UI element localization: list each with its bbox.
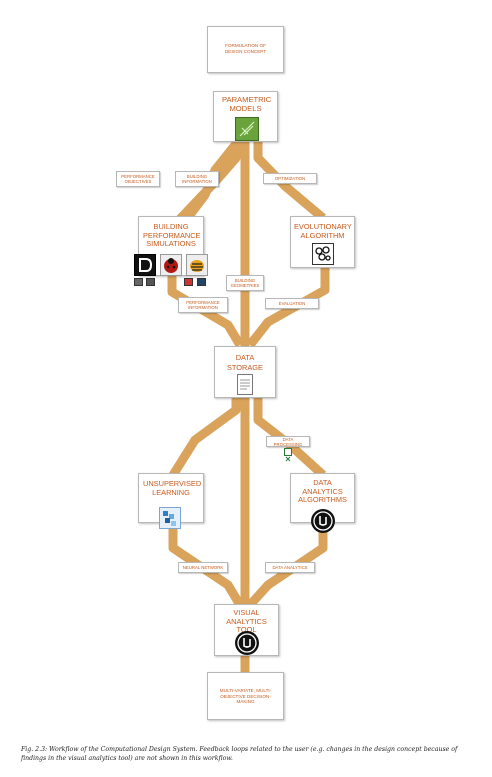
grasshopper-icon [235, 117, 259, 141]
node-formulation: FORMULATION OF DESIGN CONCEPT [207, 26, 284, 73]
connector-storage-to-unsupervised [169, 398, 241, 478]
honeybee-icon [186, 254, 208, 276]
node-visual-analytics-label: VISUAL ANALYTICS TOOL [226, 608, 267, 635]
small-tool-icon-2 [146, 278, 155, 286]
label-performance-information: PERFORMANCE INFORMATION [178, 297, 228, 313]
som-icon [159, 507, 181, 529]
galapagos-icon [312, 243, 334, 265]
label-building-information: BUILDING INFORMATION [175, 171, 219, 187]
excel-icon [284, 448, 292, 462]
connector-parametric-to-evo [253, 142, 326, 222]
label-evaluation: EVALUATION [265, 298, 319, 309]
node-data-analytics-algorithms: DATA ANALYTICS ALGORITHMS [290, 473, 355, 533]
small-tool-icon-4 [197, 278, 206, 286]
label-neural-network: NEURAL NETWORK [178, 562, 228, 573]
node-unsupervised-learning: UNSUPERVISED LEARNING [138, 473, 204, 529]
node-evolutionary-algorithm: EVOLUTIONARY ALGORITHM [290, 216, 355, 268]
node-decision-making: MULTI-VARIATE, MULTI-OBJECTIVE DECISION-… [207, 672, 284, 720]
ladybug-icon [160, 254, 182, 276]
label-data-analytics: DATA ANALYTICS [265, 562, 315, 573]
label-building-geometries: BUILDING GEOMETRIES [226, 275, 264, 291]
small-tool-icon-3 [184, 278, 193, 286]
unreal-icon [235, 631, 259, 655]
daysim-icon [134, 254, 156, 276]
connector-storage-to-analytics [253, 398, 327, 479]
node-data-storage: DATA STORAGE [214, 346, 276, 398]
node-building-performance-label: BUILDING PERFORMANCE SIMULATIONS [143, 222, 201, 249]
node-decision-label: MULTI-VARIATE, MULTI-OBJECTIVE DECISION-… [219, 688, 272, 705]
label-optimization: OPTIMIZATION [263, 173, 317, 184]
document-icon [237, 374, 253, 395]
node-evolutionary-label: EVOLUTIONARY ALGORITHM [294, 222, 352, 240]
node-parametric-models: PARAMETRIC MODELS [213, 91, 278, 142]
label-performance-objectives: PERFORMANCE OBJECTIVES [116, 171, 160, 187]
node-parametric-label: PARAMETRIC MODELS [222, 95, 272, 113]
node-data-analytics-label: DATA ANALYTICS ALGORITHMS [298, 478, 347, 505]
small-tool-icon-1 [134, 278, 143, 286]
node-unsupervised-label: UNSUPERVISED LEARNING [143, 479, 202, 497]
node-data-storage-label: DATA STORAGE [226, 353, 263, 372]
node-visual-analytics-tool: VISUAL ANALYTICS TOOL [214, 604, 279, 656]
figure-caption: Fig. 2.3: Workflow of the Computational … [21, 746, 458, 762]
label-data-processing: DATA PROCESSING [266, 436, 310, 447]
unreal-icon [311, 509, 335, 533]
node-formulation-label: FORMULATION OF DESIGN CONCEPT [224, 43, 267, 54]
